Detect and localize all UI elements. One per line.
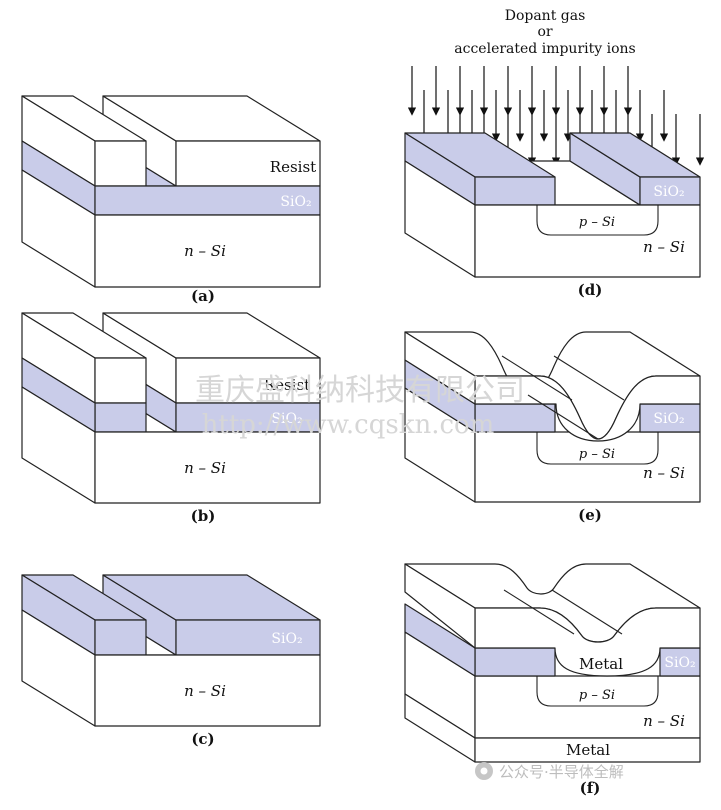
panel-f: Metal SiO₂ p – Si n – Si Metal (f) <box>404 563 701 797</box>
regrown-oxide-front <box>474 375 701 442</box>
oxide-label: SiO₂ <box>271 411 302 427</box>
oxide-front-left <box>94 402 147 433</box>
dip-edge-line <box>501 355 573 401</box>
substrate-label: n – Si <box>184 242 226 260</box>
resist-left-front <box>94 357 147 404</box>
regrown-oxide-end <box>404 331 476 405</box>
dip-edge-line <box>551 589 623 635</box>
oxide-end <box>404 603 476 677</box>
p-region-outline <box>536 432 659 465</box>
metal-end <box>404 563 476 649</box>
panel-letter: (c) <box>191 730 214 748</box>
substrate-label: n – Si <box>643 238 685 256</box>
watermark-company: 重庆盛科纳科技有限公司 <box>195 373 525 408</box>
watermark-logo-dot <box>480 767 488 775</box>
panel-letter: (f) <box>580 779 601 797</box>
panel-letter: (d) <box>578 281 603 299</box>
p-region-outline <box>536 676 659 707</box>
panel-c: SiO₂ n – Si (c) <box>21 574 321 748</box>
panel-letter: (e) <box>578 506 602 524</box>
resist-left-front <box>94 140 147 187</box>
oxide-label: SiO₂ <box>280 194 311 210</box>
oxide-label: SiO₂ <box>664 655 695 671</box>
header-line2: or <box>537 24 552 40</box>
panel-b: Resist SiO₂ n – Si (b) <box>21 312 321 525</box>
contact-metal-label: Metal <box>579 655 623 673</box>
substrate-label: n – Si <box>184 682 226 700</box>
substrate-front <box>94 431 321 504</box>
dip-edge-line <box>553 355 625 401</box>
panel-letter: (b) <box>191 507 216 525</box>
back-metal-front <box>474 737 701 763</box>
oxide-label: SiO₂ <box>271 631 302 647</box>
watermark-footer: 公众号·半导体全解 <box>499 763 624 781</box>
substrate-front <box>94 654 321 727</box>
oxide-left-front <box>474 176 556 206</box>
dip-bottom-line <box>527 394 599 440</box>
p-region-label: p – Si <box>579 215 615 230</box>
panel-d: Dopant gas or accelerated impurity ions <box>404 8 705 299</box>
oxide-front-left <box>474 647 556 677</box>
panel-letter: (a) <box>191 287 215 305</box>
substrate-label: n – Si <box>184 459 226 477</box>
p-region-label: p – Si <box>579 447 615 462</box>
substrate-label: n – Si <box>643 712 685 730</box>
substrate-front <box>474 204 701 278</box>
panel-e: SiO₂ p – Si n – Si (e) <box>404 331 701 524</box>
back-metal-label: Metal <box>566 741 610 759</box>
substrate-front <box>94 214 321 288</box>
watermark-url: http://www.cqskn.com <box>202 410 495 440</box>
oxide-left-front <box>94 619 147 656</box>
resist-label: Resist <box>264 376 310 394</box>
p-region-outline <box>536 205 659 236</box>
resist-label: Resist <box>270 158 316 176</box>
p-region-label: p – Si <box>579 688 615 703</box>
oxide-label: SiO₂ <box>653 184 684 200</box>
watermark: 重庆盛科纳科技有限公司 http://www.cqskn.com 公众号·半导体… <box>195 373 624 781</box>
metal-front-and-contact <box>474 607 701 677</box>
panel-a: Resist SiO₂ n – Si (a) <box>21 95 321 305</box>
oxide-label: SiO₂ <box>653 411 684 427</box>
header-line3: accelerated impurity ions <box>454 41 635 57</box>
dip-edge-line <box>503 589 575 635</box>
substrate-label: n – Si <box>643 464 685 482</box>
header-line1: Dopant gas <box>505 8 586 24</box>
